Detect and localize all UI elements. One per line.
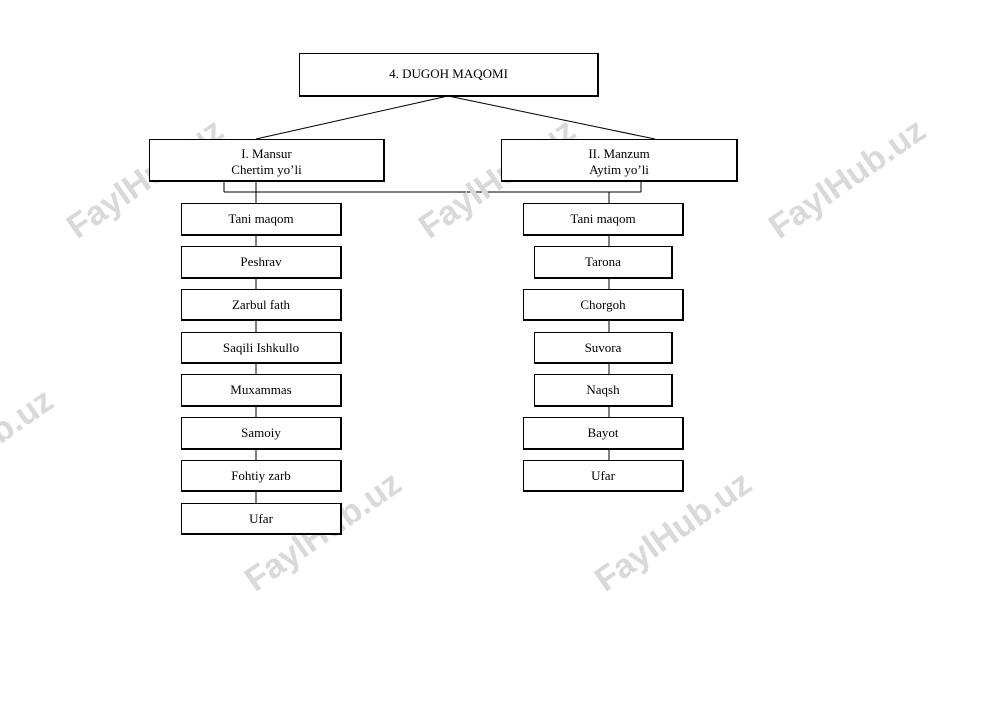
mansur-item: Saqili Ishkullo xyxy=(181,332,342,364)
root-node: 4. DUGOH MAQOMI xyxy=(299,53,599,97)
branch-manzum: II. Manzum Aytim yo’li xyxy=(501,139,738,182)
mansur-item: Ufar xyxy=(181,503,342,535)
mansur-item: Muxammas xyxy=(181,374,342,407)
manzum-item: Ufar xyxy=(523,460,684,492)
branch-subtitle: Aytim yo’li xyxy=(589,162,649,177)
manzum-item: Suvora xyxy=(534,332,673,364)
manzum-item: Bayot xyxy=(523,417,684,450)
manzum-item: Tarona xyxy=(534,246,673,279)
manzum-item: Chorgoh xyxy=(523,289,684,321)
mansur-item: Zarbul fath xyxy=(181,289,342,321)
branch-subtitle: Chertim yo’li xyxy=(231,162,302,177)
manzum-item: Tani maqom xyxy=(523,203,684,236)
manzum-item: Naqsh xyxy=(534,374,673,407)
branch-mansur: I. Mansur Chertim yo’li xyxy=(149,139,385,182)
mansur-item: Tani maqom xyxy=(181,203,342,236)
branch-title: I. Mansur xyxy=(241,146,292,161)
branch-title: II. Manzum xyxy=(588,146,650,161)
mansur-item: Fohtiy zarb xyxy=(181,460,342,492)
root-label: 4. DUGOH MAQOMI xyxy=(389,66,508,81)
mansur-item: Peshrav xyxy=(181,246,342,279)
mansur-item: Samoiy xyxy=(181,417,342,450)
